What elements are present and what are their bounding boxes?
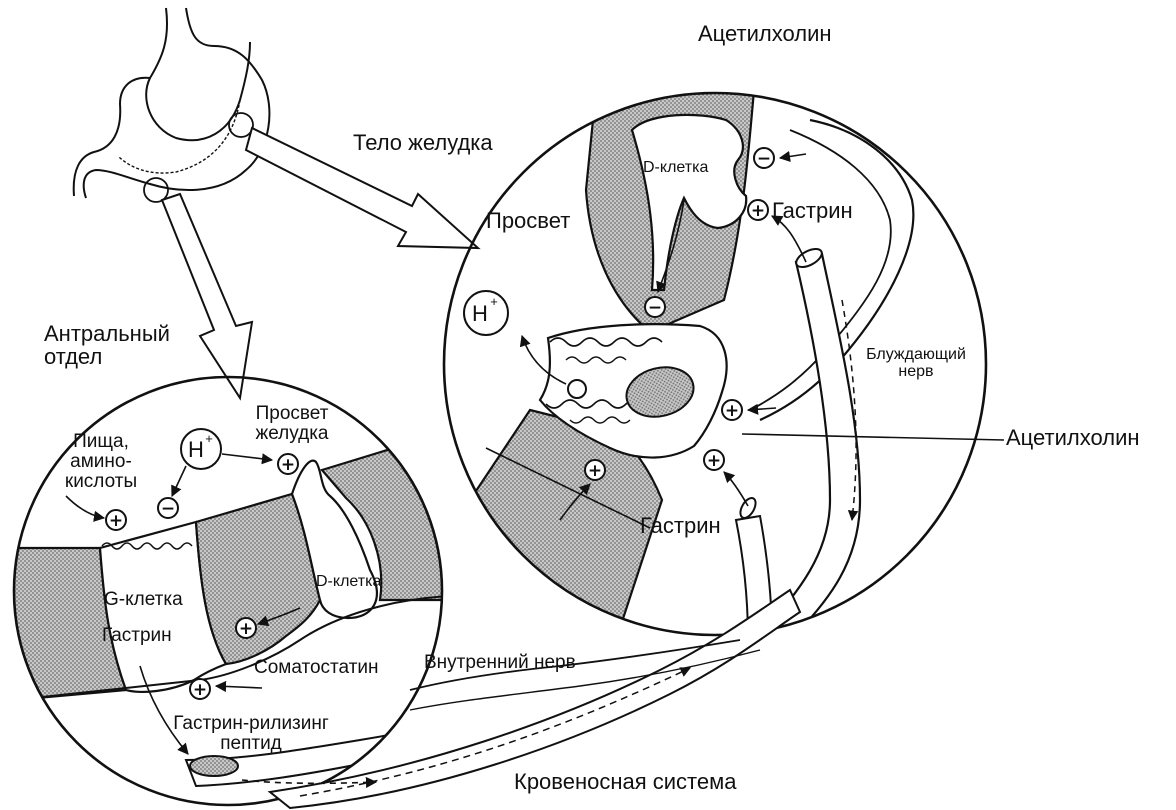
svg-text:+: + [490, 294, 498, 309]
plus-sign-lower-cell: + [588, 461, 602, 481]
h-plus-bubble-left: H + [181, 429, 221, 469]
label-d-cell-right: D-клетка [643, 160, 708, 177]
svg-text:+: + [205, 431, 213, 446]
plus-sign-grp: + [193, 680, 207, 700]
label-gastrin-right-top: Гастрин [772, 199, 853, 222]
label-acetylcholine-right: Ацетилхолин [1006, 426, 1140, 449]
label-intrinsic-nerve: Внутренний нерв [424, 653, 576, 673]
minus-sign-h-plus: − [161, 499, 175, 519]
label-vagus-nerve: Блуждающий нерв [866, 347, 966, 381]
stomach-sketch [74, 8, 270, 198]
svg-text:H: H [472, 301, 488, 326]
label-d-cell-left: D-клетка [316, 574, 381, 591]
plus-sign-acetyl-right: + [725, 401, 739, 421]
label-acetylcholine-top: Ацетилхолин [698, 22, 832, 45]
arrow-to-antrum [162, 194, 252, 398]
label-gastrin-releasing-peptide: Гастрин-рилизинг пептид [166, 714, 336, 754]
minus-sign-somatostatin: − [648, 298, 662, 318]
label-g-cell: G-клетка [104, 590, 183, 610]
h-plus-bubble-right: H + [464, 291, 508, 335]
label-gastrin-left: Гастрин [102, 626, 172, 646]
plus-sign-gastrin-top: + [751, 201, 765, 221]
label-lumen-left: Просвет желудка [232, 404, 352, 444]
plus-sign-gastrin-right: + [707, 451, 721, 471]
plus-sign-food: + [109, 511, 123, 531]
svg-text:H: H [188, 437, 204, 462]
label-food-amino-acids: Пища, амино- кислоты [46, 432, 156, 492]
label-blood-system: Кровеносная система [514, 770, 736, 793]
label-somatostatin: Соматостатин [254, 658, 379, 678]
label-gastrin-right-bottom: Гастрин [640, 514, 721, 537]
label-lumen-right: Просвет [486, 209, 570, 232]
label-antrum: Антральный отдел [44, 322, 170, 368]
minus-sign-acetyl: − [757, 149, 771, 169]
plus-sign-d-cell-left: + [281, 455, 295, 475]
plus-sign-somatostatin: + [239, 619, 253, 639]
label-body-of-stomach: Тело желудка [353, 131, 493, 154]
